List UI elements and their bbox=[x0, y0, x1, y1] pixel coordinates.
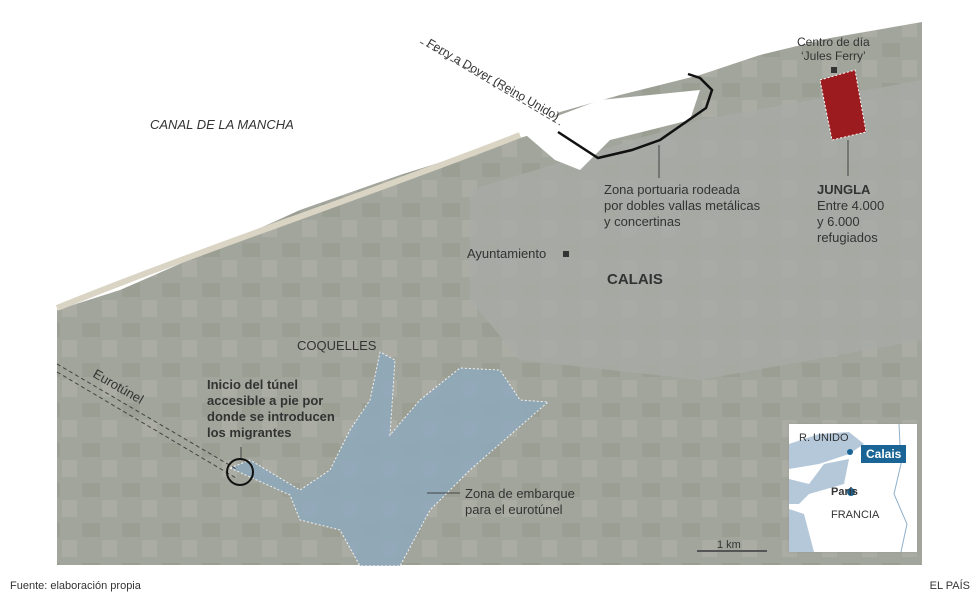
eurotunnel-boarding-zone bbox=[228, 351, 550, 567]
brand-label: EL PAÍS bbox=[929, 580, 970, 592]
day-center-marker bbox=[831, 67, 837, 73]
boarding-line: Zona de embarque bbox=[465, 486, 575, 501]
jungle-line: refugiados bbox=[817, 230, 878, 245]
port-line: y concertinas bbox=[604, 214, 681, 229]
inset-sea bbox=[789, 459, 849, 504]
town-hall-label: Ayuntamiento bbox=[467, 246, 547, 261]
inset-border-line bbox=[893, 424, 908, 552]
inset-paris-label: París bbox=[831, 486, 858, 498]
locator-inset-map: R. UNIDO Calais París FRANCIA bbox=[789, 424, 917, 552]
jungle-title: JUNGLA bbox=[817, 182, 871, 197]
inset-uk-landmass bbox=[789, 432, 864, 469]
port-line: Zona portuaria rodeada bbox=[604, 182, 740, 197]
harbor-water bbox=[520, 90, 700, 170]
inset-paris-marker bbox=[847, 488, 855, 496]
inset-map-drawing bbox=[789, 424, 908, 552]
jungle-area bbox=[819, 69, 867, 141]
town-hall-marker bbox=[563, 251, 569, 257]
coquelles-label: COQUELLES bbox=[297, 338, 377, 353]
city-area bbox=[470, 80, 922, 380]
port-line: por dobles vallas metálicas bbox=[604, 198, 761, 213]
port-fence bbox=[557, 72, 714, 160]
inset-france-label: FRANCIA bbox=[831, 509, 880, 521]
inset-calais-badge: Calais bbox=[861, 445, 907, 463]
tunnel-start-line: donde se introducen bbox=[207, 409, 335, 424]
tunnel-start-line: accesible a pie por bbox=[207, 393, 324, 408]
tunnel-start-line: los migrantes bbox=[207, 425, 292, 440]
source-note: Fuente: elaboración propia bbox=[10, 580, 141, 592]
scale-label: 1 km bbox=[717, 539, 741, 551]
tunnel-start-line: Inicio del túnel bbox=[207, 377, 299, 392]
day-center-label: Centro de día‘Jules Ferry’ bbox=[797, 35, 870, 63]
jungle-line: Entre 4.000 bbox=[817, 198, 885, 213]
sand-beach bbox=[55, 132, 522, 311]
inset-uk-label: R. UNIDO bbox=[799, 432, 849, 444]
boarding-line: para el eurotúnel bbox=[465, 502, 563, 517]
city-label: CALAIS bbox=[607, 271, 663, 288]
tunnel-entrance-marker bbox=[226, 458, 254, 486]
inset-calais-marker bbox=[847, 449, 853, 455]
scale-bar bbox=[697, 550, 767, 552]
day-center-line: ‘Jules Ferry’ bbox=[801, 49, 866, 63]
inset-sea-south bbox=[789, 509, 814, 552]
day-center-line: Centro de día bbox=[797, 35, 870, 49]
jungle-line: y 6.000 bbox=[817, 214, 860, 229]
sea-label: CANAL DE LA MANCHA bbox=[150, 117, 294, 132]
ferry-route bbox=[419, 41, 561, 126]
